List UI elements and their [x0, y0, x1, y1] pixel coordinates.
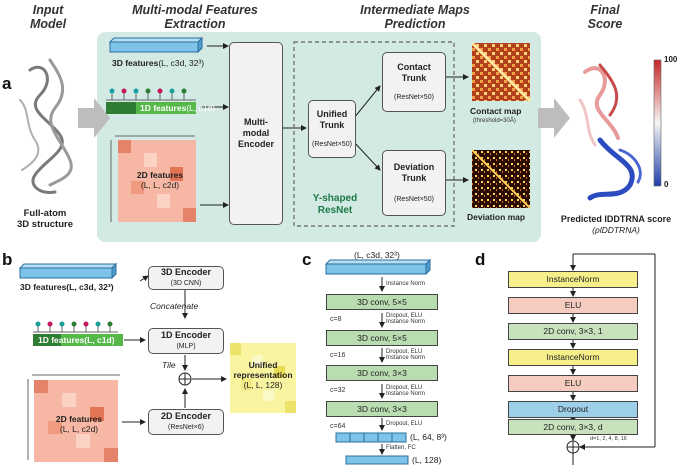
feat1d-lollipops-a [106, 88, 196, 114]
feat3d-cubes-a [108, 36, 204, 54]
channel-2: c=16 [330, 352, 346, 359]
unified-grid-b [230, 343, 296, 413]
feat3d-label-a: 3D features(L, c3d, 32³) [112, 58, 205, 68]
d-layer-elu-2: ELU [508, 375, 638, 392]
feat3d-label-b: 3D features(L, c3d, 32³) [20, 282, 114, 292]
c-instance-norm: Instance Norm [386, 281, 426, 287]
colorbar-min: 0 [664, 180, 669, 189]
feat2d-grid-a [110, 135, 196, 222]
d-layer-instancenorm-1: InstanceNorm [508, 271, 638, 288]
colorbar-max: 100 [664, 55, 678, 64]
between-1: Dropout, ELU Instance Norm [386, 313, 426, 325]
panel-label-c: c [302, 250, 312, 269]
conv-layer-4: 3D conv, 3×3 [326, 401, 438, 417]
d-layer-conv-dilated: 2D conv, 3×3, d [508, 419, 638, 435]
between-4: Dropout, ELU [386, 421, 423, 427]
feat3d-cubes-c [324, 258, 432, 276]
c-out-dims: (L, 64, 8³) [410, 432, 447, 442]
d-layer-conv-1: 2D conv, 3×3, 1 [508, 323, 638, 340]
contact-map-label: Contact map [470, 106, 522, 116]
contact-map-threshold: (threshold=30Å) [473, 118, 516, 124]
tile-label: Tile [162, 360, 176, 370]
conv-layer-3: 3D conv, 3×3 [326, 365, 438, 381]
feat1d-label-b: 1D features(L, c1d) [38, 335, 115, 345]
channel-1: c=8 [330, 316, 342, 323]
panel-label-b: b [2, 250, 13, 269]
score-caption: Predicted lDDTRNA score (plDDTRNA) [560, 214, 672, 235]
feat1d-lollipops-b [33, 321, 123, 346]
encoder-1d-box: 1D Encoder(MLP) [148, 328, 224, 354]
between-2: Dropout, ELU Instance Norm [386, 349, 426, 361]
feat2d-label-b: 2D features(L, L, c2d) [55, 414, 103, 434]
d-layer-instancenorm-2: InstanceNorm [508, 349, 638, 366]
deviation-map-label: Deviation map [467, 212, 526, 222]
d-layer-elu-1: ELU [508, 297, 638, 314]
cubes-out-c [335, 432, 407, 443]
conv-layer-2: 3D conv, 5×5 [326, 330, 438, 346]
concatenate-label: Concatenate [150, 301, 199, 311]
between-3: Dropout, ELU Instance Norm [386, 385, 426, 397]
feat2d-label-a: 2D features(L, L, c2d) [136, 170, 184, 190]
vector-out-c [345, 455, 409, 465]
feat3d-cubes-b [18, 262, 118, 280]
encoder-3d-box: 3D Encoder(3D CNN) [148, 266, 224, 290]
conv-layer-1: 3D conv, 5×5 [326, 294, 438, 310]
panel-label-a: a [2, 74, 12, 93]
channel-4: c=64 [330, 423, 346, 430]
panel-label-d: d [475, 250, 486, 269]
d-dilations: d=1, 2, 4, 8, 16 [590, 436, 627, 442]
score-colorbar [653, 59, 662, 187]
encoder-2d-box: 2D Encoder(ResNet×6) [148, 409, 224, 435]
c-input-dims: (L, c3d, 32³) [354, 250, 400, 260]
channel-3: c=32 [330, 387, 346, 394]
feat2d-grid-b [27, 374, 120, 462]
input-rna-structure [19, 58, 73, 195]
final-score-structure [578, 63, 642, 201]
c-final-dims: (L, 128) [412, 455, 442, 465]
d-layer-dropout: Dropout [508, 401, 638, 418]
c-flatten: Flatten, FC [386, 445, 416, 451]
feat1d-label-a: 1D features(L, c1d) [140, 103, 216, 113]
